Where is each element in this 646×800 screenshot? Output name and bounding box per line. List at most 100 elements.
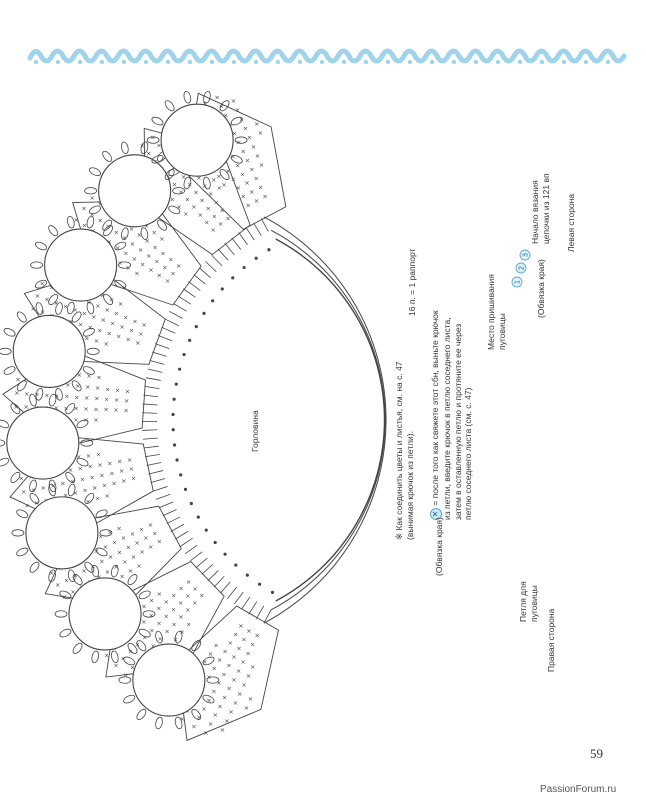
- band-stitch: [175, 531, 189, 540]
- x-stitch: ×: [150, 133, 155, 141]
- x-stitch: ×: [233, 699, 238, 707]
- flower-petal: [16, 311, 27, 323]
- flower-petal: [118, 676, 132, 684]
- x-stitch: ×: [116, 524, 121, 532]
- x-stitch: ×: [120, 654, 125, 662]
- x-stitch: ×: [64, 576, 69, 584]
- x-stitch: ×: [96, 573, 101, 581]
- band-stitch: [253, 222, 262, 236]
- x-stitch: ×: [181, 173, 186, 181]
- x-stitch: ×: [40, 279, 45, 287]
- flower-petal: [59, 590, 72, 600]
- x-stitch: ×: [63, 303, 68, 311]
- x-stitch: ×: [183, 210, 188, 218]
- x-stitch: ×: [202, 100, 207, 108]
- flower-petal: [91, 564, 100, 578]
- flower-petal: [84, 187, 98, 195]
- flower-ring: [68, 577, 142, 651]
- x-stitch: ×: [204, 218, 209, 226]
- flower-petal: [140, 227, 149, 240]
- x-stitch: ×: [237, 690, 242, 698]
- flower-petal: [0, 419, 10, 429]
- x-stitch: ×: [131, 474, 136, 482]
- x-stitch: ×: [109, 296, 114, 304]
- band-stitch: [169, 310, 183, 319]
- x-stitch: ×: [34, 391, 39, 399]
- x-stitch: ×: [81, 567, 86, 575]
- x-stitch: ×: [235, 106, 240, 114]
- x-stitch: ×: [176, 203, 181, 211]
- x-stitch: ×: [146, 150, 151, 158]
- flower-petal: [172, 187, 186, 195]
- flower-petal: [29, 561, 40, 573]
- x-stitch: ×: [108, 553, 113, 561]
- x-stitch: ×: [191, 203, 196, 211]
- flower-petal: [140, 141, 149, 155]
- x-stitch: ×: [254, 175, 259, 183]
- flower-petal: [55, 387, 63, 401]
- row-marker: [519, 249, 531, 261]
- x-stitch: ×: [128, 647, 133, 655]
- x-stitch: ×: [171, 620, 176, 628]
- x-stitch: ×: [164, 598, 169, 606]
- label-chain-start: Начало вязания цепочки из 121 вп: [530, 173, 551, 244]
- x-stitch: ×: [121, 534, 126, 542]
- band-stitch: [162, 509, 177, 517]
- border-dot: [517, 59, 523, 65]
- picot: [213, 540, 217, 545]
- x-stitch: ×: [54, 299, 59, 307]
- border-dot: [275, 59, 281, 65]
- band-stitch: [211, 254, 223, 267]
- flower-petal: [123, 694, 136, 704]
- band-stitch: [199, 267, 211, 279]
- flower-petal: [174, 716, 183, 730]
- border-dot: [209, 59, 215, 65]
- band-stitch: [241, 596, 251, 610]
- x-stitch: ×: [149, 596, 154, 604]
- flower-petal: [191, 708, 202, 720]
- x-stitch: ×: [196, 174, 201, 182]
- x-stitch: ×: [100, 292, 105, 300]
- label-left-side: Левая сторона: [566, 193, 576, 252]
- border-dot: [253, 59, 259, 65]
- band-stitch: [184, 544, 198, 555]
- flower-petal: [155, 716, 163, 730]
- x-stitch: ×: [151, 642, 156, 650]
- leaf-motif: [184, 92, 287, 230]
- x-stitch: ×: [157, 538, 162, 546]
- row-marker: [515, 262, 527, 274]
- x-stitch: ×: [249, 166, 254, 174]
- x-stitch: ×: [115, 244, 120, 252]
- x-stitch: ×: [235, 184, 240, 192]
- flower-petal: [142, 610, 156, 618]
- x-stitch: ×: [41, 484, 46, 492]
- note-x-symbol: ✕ = после того как свяжете этот сбн, вын…: [430, 310, 474, 520]
- flower-petal: [168, 205, 181, 215]
- band-stitch: [158, 334, 173, 342]
- row-marker-label: 1: [514, 280, 522, 284]
- x-stitch: ×: [221, 181, 226, 189]
- x-stitch: ×: [221, 670, 226, 678]
- x-stitch: ×: [145, 237, 150, 245]
- flower-petal: [10, 403, 21, 415]
- x-stitch: ×: [94, 337, 99, 345]
- x-stitch: ×: [82, 309, 87, 317]
- x-stitch: ×: [246, 201, 251, 209]
- x-stitch: ×: [116, 333, 121, 341]
- x-stitch: ×: [44, 391, 49, 399]
- x-stitch: ×: [156, 141, 161, 149]
- x-stitch: ×: [231, 97, 236, 105]
- x-stitch: ×: [218, 220, 223, 228]
- x-stitch: ×: [255, 152, 260, 160]
- flower-petal: [55, 302, 63, 315]
- x-stitch: ×: [98, 533, 103, 541]
- x-stitch: ×: [216, 679, 221, 687]
- flower-petal: [80, 439, 94, 447]
- x-stitch: ×: [117, 548, 122, 556]
- x-stitch: ×: [96, 451, 101, 459]
- x-stitch: ×: [213, 711, 218, 719]
- flower-ring: [12, 314, 86, 388]
- flower-petal: [127, 642, 138, 654]
- x-stitch: ×: [262, 193, 267, 201]
- flower-petal: [48, 393, 57, 407]
